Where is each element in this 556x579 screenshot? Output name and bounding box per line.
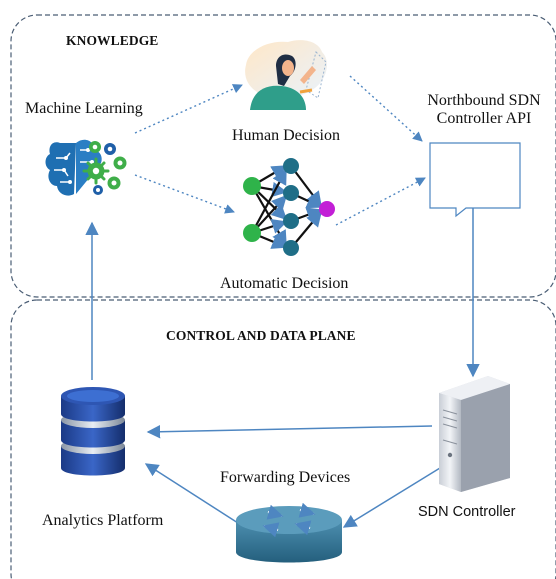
northbound-api-label: Northbound SDN Controller API [414,92,554,128]
sdn-controller-label: SDN Controller [418,504,516,520]
server-tower-icon [439,376,510,492]
speech-box-icon [429,142,521,218]
knowledge-label: KNOWLEDGE [66,33,159,48]
control-plane-label: CONTROL AND DATA PLANE [166,328,356,343]
machine-learning-label: Machine Learning [25,100,143,117]
knowledge-region [10,14,556,298]
analytics-platform-label: Analytics Platform [42,512,164,529]
northbound-api-line1: Northbound SDN [427,92,541,109]
solid-arrows [85,208,480,528]
neural-network-icon [243,158,335,256]
router-icon [236,502,342,563]
brain-gears-icon [45,139,127,196]
human-decision-label: Human Decision [232,127,340,144]
forwarding-devices-label: Forwarding Devices [220,469,351,486]
dotted-arrows [134,75,426,226]
northbound-api-line2: Controller API [436,110,532,127]
automatic-decision-label: Automatic Decision [220,275,349,292]
person-icon [245,40,327,110]
database-icon [61,387,125,476]
